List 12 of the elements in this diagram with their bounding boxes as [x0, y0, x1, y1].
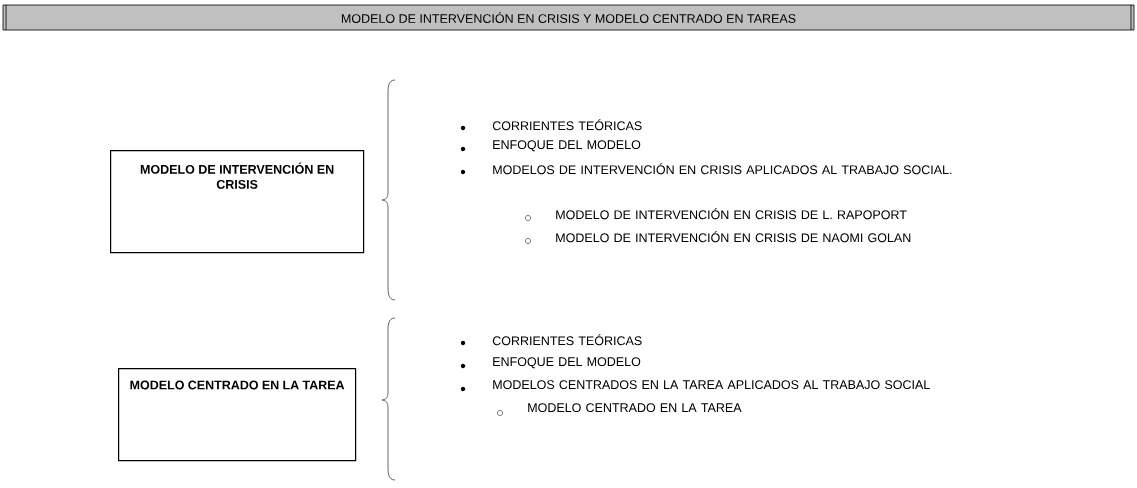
list-item: ENFOQUE DEL MODELO	[493, 140, 641, 152]
list-item: MODELO DE INTERVENCIÓN EN CRISIS DE L. RAPOPORT	[556, 208, 907, 220]
list-item: MODELO DE INTERVENCIÓN EN CRISIS DE NAOMI GOLAN	[556, 231, 911, 243]
title-box: MODELO DE INTERVENCIÓN EN CRISIS	[110, 150, 365, 254]
list-item: CORRIENTES TEÓRICAS	[492, 334, 642, 346]
list-item: MODELOS CENTRADOS EN LA TAREA APLICADOS AL TRABAJO SOCIAL	[493, 380, 930, 390]
list-item: MODELOS DE INTERVENCIÓN EN CRISIS APLICADOS AL TRABAJO SOCIAL.	[493, 163, 952, 175]
list-item: CORRIENTES TEÓRICAS	[492, 119, 642, 131]
title-band: MODELO DE INTERVENCIÓN EN CRISIS Y MODELO CENTRADO EN TAREAS	[2, 4, 1135, 31]
title-box: MODELO CENTRADO EN LA TAREA	[118, 368, 357, 462]
list-item: ENFOQUE DEL MODELO	[493, 357, 641, 369]
list-item: MODELO CENTRADO EN LA TAREA	[528, 403, 742, 413]
